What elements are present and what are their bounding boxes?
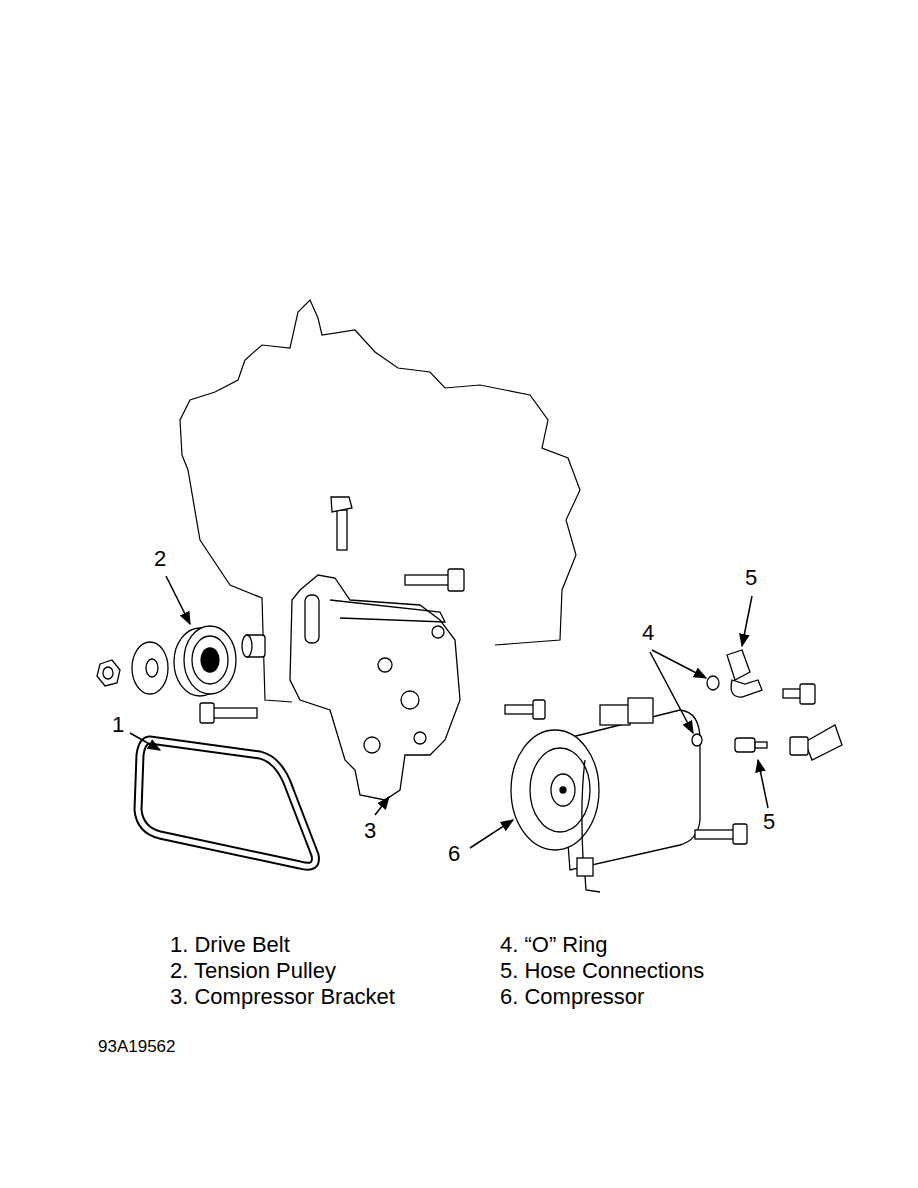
leader-arrows-part	[130, 733, 160, 750]
leader-arrows-part	[375, 797, 389, 815]
drive-belt-part	[138, 740, 315, 866]
drive-belt-part	[138, 740, 315, 866]
compressor-bracket-part	[505, 705, 535, 714]
figure-code: 93A19562	[98, 1038, 176, 1055]
compressor-bracket-part	[364, 737, 380, 753]
o-rings	[692, 676, 719, 746]
o-rings-part	[692, 734, 702, 746]
compressor-bracket-part	[448, 569, 464, 591]
o-rings-part	[707, 676, 719, 690]
compressor-part	[560, 787, 566, 793]
leader-arrows-part	[652, 650, 706, 678]
key-entry: 3. Compressor Bracket	[170, 986, 395, 1008]
callout-number: 2	[154, 548, 166, 570]
tension-pulley-stack-part	[192, 636, 228, 684]
compressor-part	[628, 698, 653, 723]
compressor-bracket-part	[330, 600, 445, 622]
leader-arrows-part	[742, 596, 752, 646]
drive-belt	[138, 740, 315, 866]
key-entry: 6. Compressor	[500, 986, 644, 1008]
callout-number: 6	[448, 843, 460, 865]
tension-pulley-stack	[97, 626, 265, 723]
compressor-part	[600, 705, 630, 725]
callout-number: 3	[364, 820, 376, 842]
compressor-bracket-part	[337, 510, 347, 550]
compressor-part	[585, 876, 600, 892]
compressor-bracket-part	[533, 700, 545, 719]
leader-arrows-part	[166, 576, 190, 624]
compressor	[511, 698, 747, 892]
compressor-bracket-part	[378, 658, 392, 672]
compressor-part	[733, 824, 747, 844]
leader-arrows	[130, 576, 768, 848]
hose-fittings-part	[805, 725, 842, 760]
hose-fittings-part	[800, 684, 815, 704]
compressor-part	[577, 858, 593, 876]
hose-fittings-part	[790, 737, 808, 755]
leader-arrows-part	[758, 760, 768, 808]
engine-outline-part	[180, 360, 292, 702]
callout-number: 5	[763, 811, 775, 833]
compressor-part	[551, 774, 575, 806]
compressor-part	[582, 760, 585, 858]
key-entry: 5. Hose Connections	[500, 960, 704, 982]
leader-arrows-part	[650, 652, 693, 733]
key-entry: 1. Drive Belt	[170, 934, 290, 956]
key-entry: 2. Tension Pulley	[170, 960, 336, 982]
hose-fittings-part	[735, 738, 755, 752]
hose-fittings	[727, 650, 842, 760]
callout-number: 1	[112, 714, 124, 736]
compressor-bracket-part	[305, 595, 319, 643]
tension-pulley-stack-part	[132, 642, 168, 694]
compressor-bracket	[290, 497, 545, 800]
compressor-bracket-part	[414, 732, 426, 744]
key-entry: 4. “O” Ring	[500, 934, 608, 956]
compressor-part	[530, 748, 590, 832]
hose-fittings-part	[727, 650, 750, 680]
tension-pulley-stack-part	[97, 660, 120, 686]
leader-arrows-part	[470, 820, 513, 848]
hose-fittings-part	[755, 742, 767, 748]
callout-number: 4	[642, 622, 654, 644]
hose-fittings-part	[731, 680, 762, 697]
callout-number: 5	[745, 567, 757, 589]
tension-pulley-stack-part	[242, 635, 252, 657]
tension-pulley-stack-part	[184, 626, 236, 694]
tension-pulley-stack-part	[201, 648, 219, 672]
compressor-bracket-part	[401, 691, 419, 709]
compressor-part	[511, 730, 599, 850]
tension-pulley-stack-part	[212, 708, 257, 718]
compressor-bracket-part	[405, 575, 450, 585]
compressor-bracket-part	[290, 575, 460, 800]
compressor-part	[695, 830, 735, 839]
tension-pulley-stack-part	[103, 667, 113, 679]
engine-outline-part	[245, 300, 580, 645]
compressor-bracket-part	[331, 497, 352, 512]
tension-pulley-stack-part	[200, 703, 214, 723]
compressor-bracket-part	[432, 626, 444, 638]
tension-pulley-stack-part	[146, 659, 158, 677]
